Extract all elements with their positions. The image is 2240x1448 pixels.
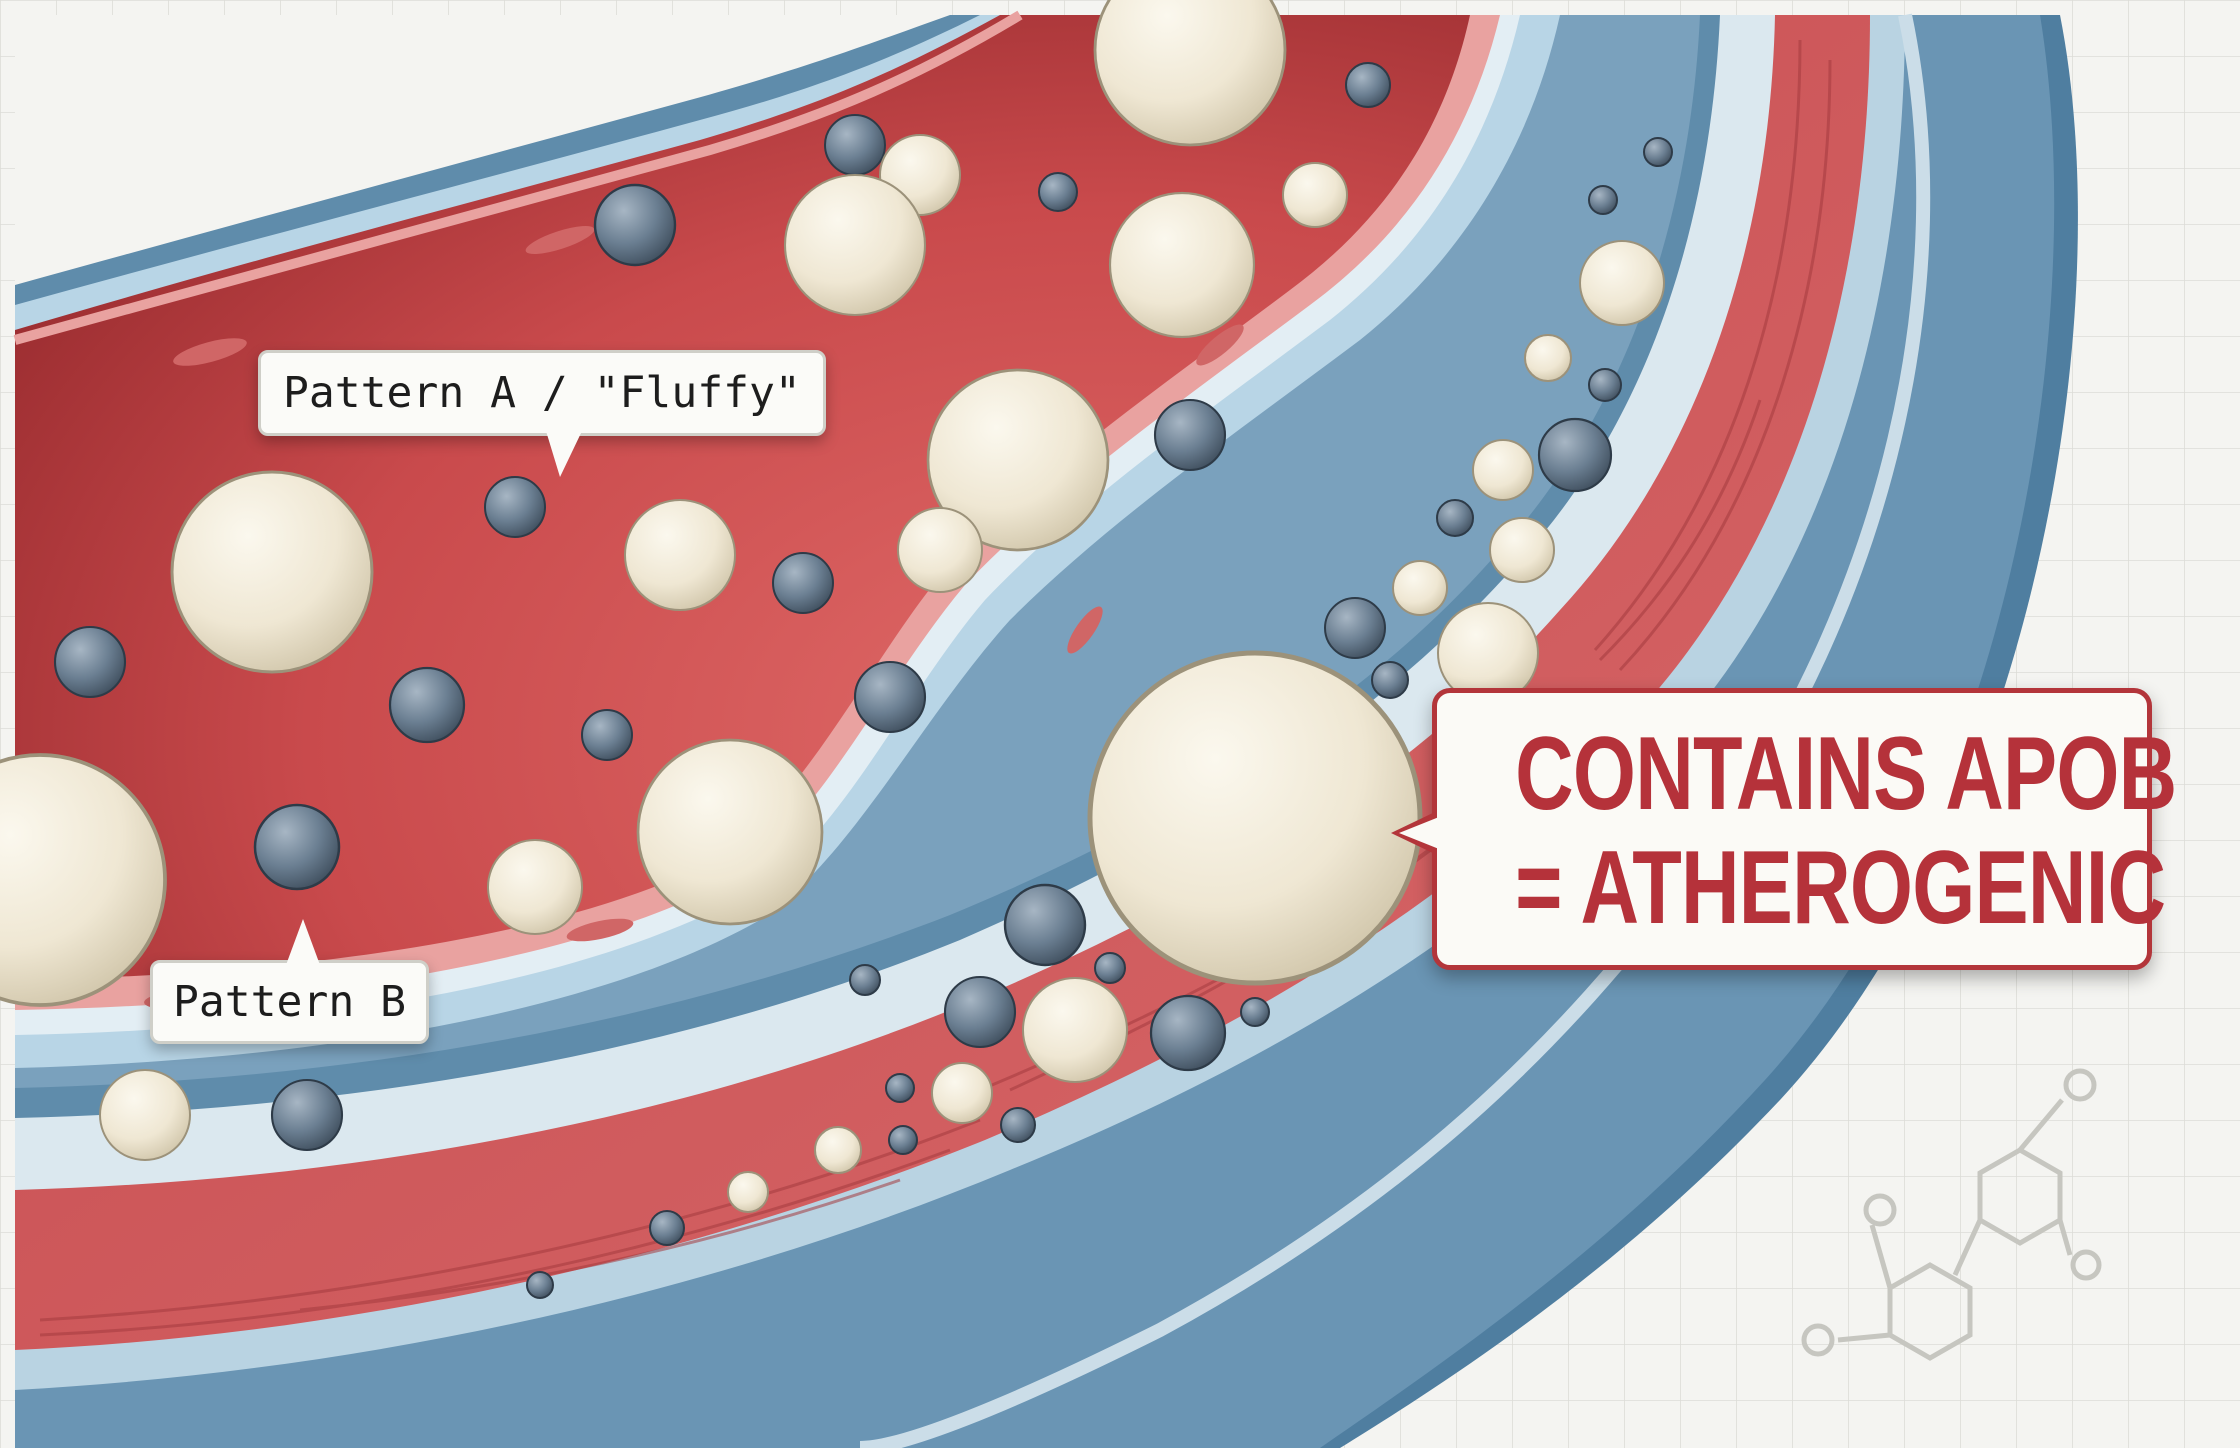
small-dense-ldl-particle [527, 1272, 553, 1298]
large-fluffy-ldl-particle [488, 840, 582, 934]
large-fluffy-ldl-particle [1525, 335, 1571, 381]
large-fluffy-ldl-particle [932, 1063, 992, 1123]
large-fluffy-ldl-particle [1110, 193, 1254, 337]
apob-callout-line1: CONTAINS APOB [1515, 717, 2069, 831]
small-dense-ldl-particle [1151, 996, 1225, 1070]
large-fluffy-ldl-particle [1023, 978, 1127, 1082]
small-dense-ldl-particle [1241, 998, 1269, 1026]
small-dense-ldl-particle [650, 1211, 684, 1245]
large-fluffy-ldl-particle [728, 1172, 768, 1212]
large-fluffy-ldl-particle [172, 472, 372, 672]
small-dense-ldl-particle [1644, 138, 1672, 166]
large-fluffy-ldl-particle [898, 508, 982, 592]
large-fluffy-ldl-particle [785, 175, 925, 315]
large-fluffy-ldl-particle [1283, 163, 1347, 227]
pattern-b-pointer [286, 919, 320, 965]
pattern-b-callout: Pattern B [150, 960, 429, 1044]
large-fluffy-ldl-particle [1473, 440, 1533, 500]
small-dense-ldl-particle [945, 977, 1015, 1047]
small-dense-ldl-particle [886, 1074, 914, 1102]
small-dense-ldl-particle [1095, 953, 1125, 983]
small-dense-ldl-particle [390, 668, 464, 742]
large-fluffy-ldl-particle [1580, 241, 1664, 325]
small-dense-ldl-particle [1589, 186, 1617, 214]
large-fluffy-ldl-particle [638, 740, 822, 924]
pattern-a-pointer [546, 431, 582, 477]
small-dense-ldl-particle [1589, 369, 1621, 401]
small-dense-ldl-particle [773, 553, 833, 613]
large-fluffy-ldl-particle [100, 1070, 190, 1160]
small-dense-ldl-particle [1155, 400, 1225, 470]
small-dense-ldl-particle [889, 1126, 917, 1154]
small-dense-ldl-particle [1437, 500, 1473, 536]
small-dense-ldl-particle [595, 185, 675, 265]
small-dense-ldl-particle [1325, 598, 1385, 658]
pattern-a-callout: Pattern A / "Fluffy" [258, 350, 826, 436]
small-dense-ldl-particle [825, 115, 885, 175]
small-dense-ldl-particle [255, 805, 339, 889]
small-dense-ldl-particle [55, 627, 125, 697]
apob-atherogenic-callout: CONTAINS APOB = ATHEROGENIC [1432, 688, 2152, 970]
small-dense-ldl-particle [855, 662, 925, 732]
pattern-b-label: Pattern B [173, 963, 406, 1041]
small-dense-ldl-particle [1372, 662, 1408, 698]
large-fluffy-ldl-particle [1090, 653, 1420, 983]
large-fluffy-ldl-particle [1393, 561, 1447, 615]
small-dense-ldl-particle [1346, 63, 1390, 107]
small-dense-ldl-particle [485, 477, 545, 537]
large-fluffy-ldl-particle [1490, 518, 1554, 582]
small-dense-ldl-particle [1005, 885, 1085, 965]
apob-callout-line2: = ATHEROGENIC [1515, 831, 2069, 945]
large-fluffy-ldl-particle [815, 1127, 861, 1173]
small-dense-ldl-particle [850, 965, 880, 995]
small-dense-ldl-particle [1539, 419, 1611, 491]
small-dense-ldl-particle [1039, 173, 1077, 211]
pattern-a-label: Pattern A / "Fluffy" [283, 353, 801, 433]
small-dense-ldl-particle [272, 1080, 342, 1150]
small-dense-ldl-particle [582, 710, 632, 760]
large-fluffy-ldl-particle [625, 500, 735, 610]
small-dense-ldl-particle [1001, 1108, 1035, 1142]
